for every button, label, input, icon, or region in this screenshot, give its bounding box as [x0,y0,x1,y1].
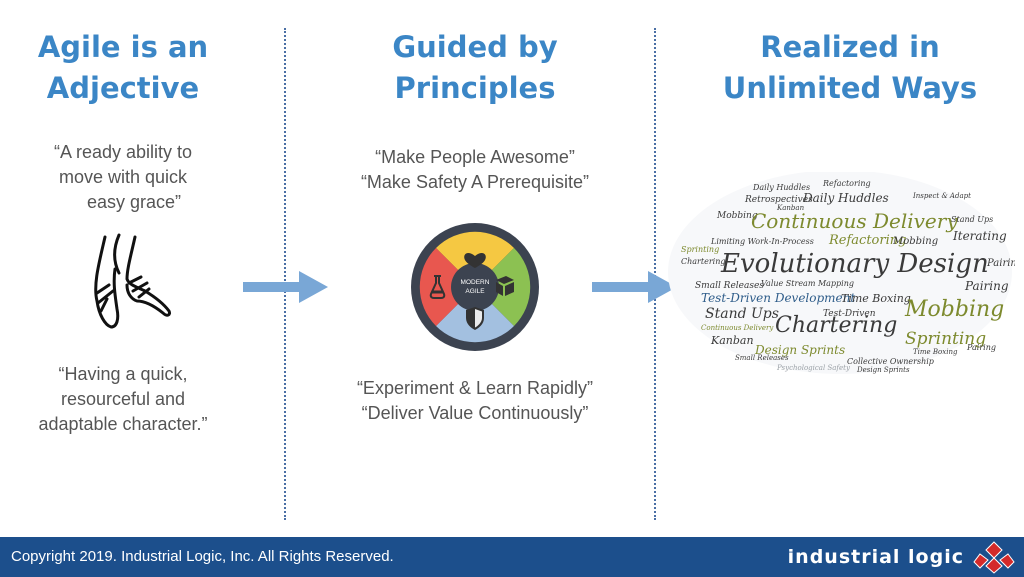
heading-agile-adjective: Agile is an Adjective [18,27,228,109]
word-cloud-term: Kanban [710,334,754,347]
word-cloud-term: Sprinting [905,329,986,349]
word-cloud-term: Refactoring [822,179,871,188]
heading-line-2: Principles [394,71,556,105]
word-cloud-term: Stand Ups [705,306,779,322]
quote-line: “Make Safety A Prerequisite” [360,172,590,192]
word-cloud-term: Test-Driven [823,309,876,319]
quote-quick-character: “Having a quick, resourceful and adaptab… [8,362,238,437]
word-cloud-term: Collective Ownership [847,357,934,366]
word-cloud-term: Pairing [966,343,996,352]
footer-bar: Copyright 2019. Industrial Logic, Inc. A… [0,537,1024,577]
word-cloud-term: Chartering [681,257,725,266]
word-cloud-term: Design Sprints [754,343,845,357]
word-cloud-term: Chartering [775,313,897,338]
word-cloud-term: Iterating [952,229,1007,243]
heading-line-1: Agile is an [37,30,209,64]
word-cloud-term: Pairing [964,279,1009,293]
heading-line-2: Adjective [46,71,200,105]
quote-line: “Experiment & Learn Rapidly” [356,378,594,398]
quote-ready-ability: “A ready ability to move with quick easy… [8,140,238,215]
word-cloud-term: Evolutionary Design [720,249,989,279]
word-cloud-term: Psychological Safety [776,364,851,372]
word-cloud-term: Mobbing [892,236,938,247]
wheel-center-line-1: MODERN [461,279,490,286]
word-cloud-term: Daily Huddles [802,191,889,205]
word-cloud-term: Stand Ups [951,215,993,224]
word-cloud-term: Refactoring [828,233,906,248]
column-divider-2 [654,28,656,520]
word-cloud-term: Pairing [986,258,1015,269]
word-cloud-term: Time Boxing [913,348,958,356]
heading-line-2: Unlimited Ways [722,71,978,105]
word-cloud-term: Inspect & Adapt [912,192,971,200]
word-cloud-term: Retrospectives [744,195,813,205]
box-icon [496,276,514,296]
word-cloud-term: Value Stream Mapping [761,279,854,288]
ballet-shoes-icon [94,233,171,329]
copyright-text: Copyright 2019. Industrial Logic, Inc. A… [11,548,394,565]
brand-wordmark: industrial logic [787,546,964,568]
industrial-logic-logo-icon [973,541,1015,574]
heading-line-1: Guided by [392,30,558,64]
heading-line-1: Realized in [760,30,940,64]
heading-guided-principles: Guided by Principles [355,27,595,109]
quote-line: adaptable character.” [38,414,208,434]
word-cloud-term: Time Boxing [841,292,911,305]
quote-line: easy grace” [86,192,182,212]
quote-line: move with quick [58,167,188,187]
wheel-quadrant-left [419,248,475,326]
quote-principles-top: “Make People Awesome” “Make Safety A Pre… [325,145,625,195]
word-cloud-term: Continuous Delivery [701,324,774,332]
flask-icon [429,275,446,299]
wheel-center-line-2: AGILE [465,288,485,295]
word-cloud-term: Small Releases [735,354,789,362]
column-divider-1 [284,28,286,520]
heart-icon [464,253,486,268]
word-cloud-term: Mobbing [716,211,758,221]
quote-line: “Make People Awesome” [375,147,575,167]
arrow-right-icon [243,271,328,303]
quote-line: “A ready ability to [53,142,193,162]
word-cloud-term: Mobbing [904,297,1004,322]
quote-line: resourceful and [60,389,186,409]
quote-principles-bottom: “Experiment & Learn Rapidly” “Deliver Va… [325,376,625,426]
arrow-right-icon [592,271,677,303]
word-cloud-term: Design Sprints [856,366,910,374]
word-cloud-term: Continuous Delivery [751,209,958,233]
quote-line: “Deliver Value Continuously” [361,403,589,423]
modern-agile-wheel: MODERN AGILE [411,223,539,351]
word-cloud-term: Daily Huddles [752,183,810,192]
heading-realized-ways: Realized in Unlimited Ways [705,27,995,109]
word-cloud-term: Kanban [776,204,805,212]
word-cloud-term: Sprinting [681,245,719,254]
word-cloud-term: Test-Driven Development [701,291,855,305]
quote-line: “Having a quick, [58,364,188,384]
word-cloud-term: Limiting Work-In-Process [710,237,814,246]
word-cloud-term: Small Releases [695,281,764,291]
